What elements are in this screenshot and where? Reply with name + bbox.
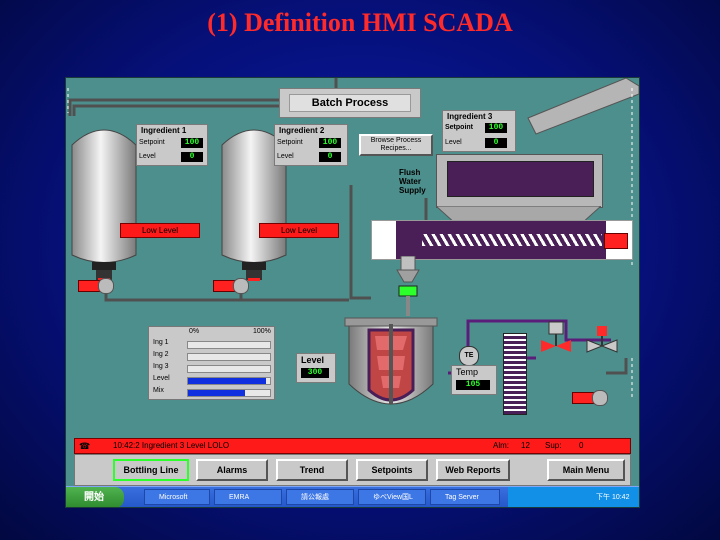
title-panel: Batch Process xyxy=(279,88,421,118)
ingredient-1-panel: Ingredient 1 Setpoint 100 Level 0 xyxy=(136,124,208,166)
bar-row-label: Ing 2 xyxy=(153,351,169,358)
ingredient-1-pump[interactable] xyxy=(78,278,116,294)
level-panel: Level 300 xyxy=(296,353,336,383)
bar-row: Ing 3 xyxy=(151,363,271,373)
sup-label: Sup: xyxy=(545,441,562,450)
bar-row-label: Ing 3 xyxy=(153,363,169,370)
temperature-sensor-icon: TE xyxy=(459,346,479,366)
setpoint-label: Setpoint xyxy=(445,124,473,131)
bar-track xyxy=(187,365,271,373)
bar-track xyxy=(187,377,271,385)
ingredient-3-panel: Ingredient 3 Setpoint 100 Level 0 xyxy=(442,110,516,152)
ingredient-2-pump[interactable] xyxy=(213,278,251,294)
bar-row-label: Ing 1 xyxy=(153,339,169,346)
ingredient-1-alarm: Low Level xyxy=(120,223,200,238)
tray-clock: 下午 10:42 xyxy=(596,494,630,501)
bar-fill xyxy=(188,378,266,384)
ingredient-1-setpoint[interactable]: 100 xyxy=(181,138,203,148)
ingredient-1-name: Ingredient 1 xyxy=(141,126,187,135)
windows-taskbar: 開始 Microsoft EMRA 請公報處 ゆべView国L Tag Serv… xyxy=(66,486,639,507)
bar-track xyxy=(187,341,271,349)
ingredient-3-hopper xyxy=(436,154,603,208)
ingredient-1-tank xyxy=(71,129,137,281)
bar-row: Ing 1 xyxy=(151,339,271,349)
ingredient-2-panel: Ingredient 2 Setpoint 100 Level 0 xyxy=(274,124,348,166)
browse-recipes-label-2: Recipes... xyxy=(380,145,412,152)
heat-exchanger xyxy=(503,333,527,415)
ingredient-2-setpoint[interactable]: 100 xyxy=(319,138,341,148)
page-title: Batch Process xyxy=(289,94,411,112)
trend-button[interactable]: Trend xyxy=(276,459,348,481)
setpoint-label: Setpoint xyxy=(139,139,165,146)
alarm-text: 10:42:2 Ingredient 3 Level LOLO xyxy=(113,441,230,450)
setpoints-button[interactable]: Setpoints xyxy=(356,459,428,481)
ingredient-2-level: 0 xyxy=(319,152,341,162)
hmi-screen: Batch Process Ingredient 1 Setpoint 100 … xyxy=(65,77,640,508)
web-reports-button[interactable]: Web Reports xyxy=(436,459,510,481)
ingredient-1-level: 0 xyxy=(181,152,203,162)
scale-min: 0% xyxy=(189,328,200,335)
system-tray: 下午 10:42 xyxy=(508,487,639,507)
alarms-button[interactable]: Alarms xyxy=(196,459,268,481)
temp-title: Temp xyxy=(456,367,479,377)
bar-row-label: Level xyxy=(153,375,170,382)
setpoint-label: Setpoint xyxy=(277,139,303,146)
temp-value: 105 xyxy=(456,380,490,390)
bar-row: Mix xyxy=(151,387,271,397)
bar-row-label: Mix xyxy=(153,387,164,394)
bottling-line-button[interactable]: Bottling Line xyxy=(113,459,189,481)
screw-conveyor xyxy=(371,220,633,260)
ingredient-3-setpoint[interactable]: 100 xyxy=(485,123,507,133)
control-valves[interactable] xyxy=(539,320,639,360)
ingredient-2-alarm: Low Level xyxy=(259,223,339,238)
scale-max: 100% xyxy=(253,328,271,335)
flush-water-label: Flush Water Supply xyxy=(399,168,426,195)
flush-line-3: Supply xyxy=(399,186,426,195)
taskbar-item[interactable]: Microsoft xyxy=(144,489,210,505)
alarm-bell-icon: ☎ xyxy=(79,441,91,451)
temp-panel: Temp 105 xyxy=(451,365,497,395)
ingredient-3-level: 0 xyxy=(485,138,507,148)
bar-track xyxy=(187,353,271,361)
flush-line-1: Flush xyxy=(399,168,421,177)
taskbar-item[interactable]: 請公報處 xyxy=(286,489,354,505)
alarm-banner[interactable]: ☎ 10:42:2 Ingredient 3 Level LOLO Alm: 1… xyxy=(74,438,631,454)
alm-count: 12 xyxy=(521,441,530,450)
reactor-vessel xyxy=(344,317,438,405)
bar-track xyxy=(187,389,271,397)
flush-line-2: Water xyxy=(399,177,421,186)
bar-fill xyxy=(188,390,246,396)
ingredient-2-name: Ingredient 2 xyxy=(279,126,325,135)
level-label: Level xyxy=(277,153,294,160)
nav-bar: Bottling Line Alarms Trend Setpoints Web… xyxy=(74,454,631,486)
ingredient-3-name: Ingredient 3 xyxy=(447,112,493,121)
conveyor-motor[interactable] xyxy=(604,233,628,249)
sup-count: 0 xyxy=(579,441,584,450)
slide-title: (1) Definition HMI SCADA xyxy=(207,8,513,37)
alm-label: Alm: xyxy=(493,441,509,450)
browse-recipes-button[interactable]: Browse Process Recipes... xyxy=(359,134,433,156)
bar-row: Ing 2 xyxy=(151,351,271,361)
level-value: 300 xyxy=(301,368,329,378)
level-label: Level xyxy=(139,153,156,160)
outlet-pump[interactable] xyxy=(572,390,610,406)
taskbar-item[interactable]: Tag Server xyxy=(430,489,500,505)
bar-row: Level xyxy=(151,375,271,385)
main-menu-button[interactable]: Main Menu xyxy=(547,459,625,481)
reactor-inlet-valve[interactable] xyxy=(394,256,424,316)
taskbar-item[interactable]: ゆべView国L xyxy=(358,489,426,505)
browse-recipes-label-1: Browse Process xyxy=(370,137,422,144)
level-label: Level xyxy=(445,139,462,146)
taskbar-item[interactable]: EMRA xyxy=(214,489,282,505)
start-button[interactable]: 開始 xyxy=(66,487,124,507)
level-title: Level xyxy=(301,355,325,365)
